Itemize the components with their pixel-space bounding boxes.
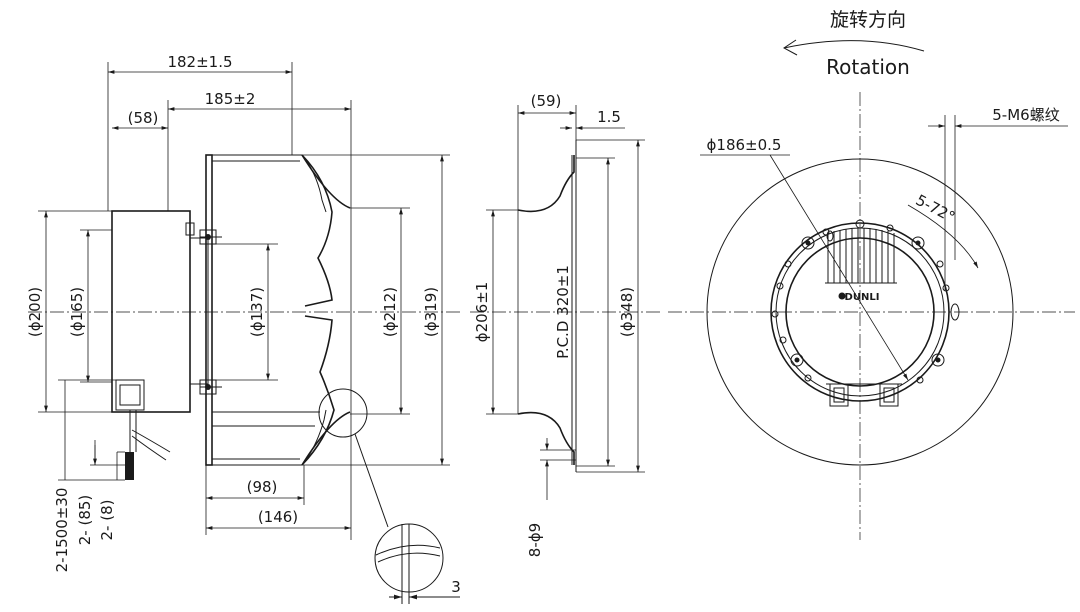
svg-text:2- (85): 2- (85) — [76, 495, 94, 546]
dim-146: (146) — [206, 508, 351, 530]
svg-text:(98): (98) — [247, 478, 278, 496]
inlet-cone-upper — [517, 155, 575, 213]
impeller-plate — [205, 154, 213, 466]
dim-348: (ϕ348) — [576, 139, 645, 473]
front-view: DUNLI — [668, 92, 1075, 540]
detail-view: 3 — [374, 523, 461, 604]
svg-text:2-1500±30: 2-1500±30 — [53, 488, 71, 573]
dim-detail-3: 3 — [451, 578, 461, 596]
heat-sink — [825, 228, 897, 284]
svg-text:ϕ206±1: ϕ206±1 — [473, 282, 491, 343]
motor-rotor — [785, 237, 935, 387]
outer-ring — [706, 158, 1014, 466]
inlet-cone-lower — [517, 411, 575, 465]
dim-cable: 2-1500±30 2- (85) 2- (8) — [53, 379, 130, 573]
mounting-screw-top — [199, 229, 222, 245]
svg-text:(ϕ319): (ϕ319) — [422, 287, 440, 337]
front-cable-glands — [826, 383, 902, 407]
svg-text:1.5: 1.5 — [597, 108, 621, 126]
dim-m6: 5-M6螺纹 — [928, 106, 1068, 290]
flange-holes — [771, 224, 960, 384]
impeller-inlet-upper — [301, 154, 351, 209]
dim-holes: 8-ϕ9 — [526, 438, 576, 557]
svg-text:8-ϕ9: 8-ϕ9 — [526, 523, 544, 557]
dim-212: (ϕ212) — [350, 207, 410, 415]
dim-137: (ϕ137) — [208, 243, 278, 381]
rotation-arrow-head — [783, 39, 798, 56]
svg-text:(ϕ200): (ϕ200) — [26, 287, 44, 337]
dim-1-5: 1.5 — [560, 108, 625, 130]
svg-text:(ϕ137): (ϕ137) — [248, 287, 266, 337]
rotation-arrow — [783, 40, 925, 52]
dim-182: 182±1.5 — [107, 53, 293, 211]
svg-text:182±1.5: 182±1.5 — [167, 53, 232, 71]
dim-59: (59) — [517, 92, 577, 210]
impeller-blade-lower — [301, 315, 335, 466]
dim-186: ϕ186±0.5 — [700, 136, 909, 381]
svg-text:(58): (58) — [128, 109, 159, 127]
rotation-indicator: 旋转方向 Rotation — [783, 9, 925, 79]
rotation-label-en: Rotation — [826, 55, 910, 79]
brand-icon — [838, 292, 846, 300]
svg-text:5-M6螺纹: 5-M6螺纹 — [992, 106, 1059, 124]
mounting-flange — [770, 222, 950, 402]
svg-text:(59): (59) — [531, 92, 562, 110]
dim-98: (98) — [205, 465, 305, 535]
svg-text:5-72°: 5-72° — [913, 191, 958, 226]
motor-body — [111, 210, 191, 413]
impeller-inlet-lower — [301, 411, 351, 466]
dim-58: (58) — [112, 109, 168, 130]
detail-circle — [318, 388, 368, 438]
motor-hub — [189, 237, 209, 385]
dim-206: ϕ206±1 — [473, 209, 518, 415]
dim-200: (ϕ200) — [26, 210, 112, 413]
svg-text:(ϕ165): (ϕ165) — [68, 287, 86, 337]
mounting-screw-bottom — [199, 379, 222, 395]
svg-text:(ϕ212): (ϕ212) — [381, 287, 399, 337]
cable-gland — [115, 379, 171, 480]
mounting-boss — [790, 219, 945, 367]
svg-text:(146): (146) — [258, 508, 298, 526]
rotation-label-cn: 旋转方向 — [830, 9, 906, 31]
brand-logo: DUNLI — [845, 292, 880, 303]
dim-165: (ϕ165) — [68, 229, 112, 383]
side-view: 3 182±1.5 185±2 (58) (ϕ200) — [26, 53, 462, 604]
dim-185: 185±2 — [167, 90, 352, 540]
svg-text:ϕ186±0.5: ϕ186±0.5 — [707, 136, 782, 154]
svg-text:(ϕ348): (ϕ348) — [618, 287, 636, 337]
svg-text:P.C.D 320±1: P.C.D 320±1 — [554, 265, 572, 359]
dim-pcd: P.C.D 320±1 — [554, 157, 615, 467]
svg-text:2- (8): 2- (8) — [98, 500, 116, 541]
svg-text:185±2: 185±2 — [205, 90, 256, 108]
dim-319: (ϕ319) — [302, 154, 450, 466]
impeller-blade-upper — [301, 154, 333, 307]
profile-view: (59) 1.5 ϕ206±1 P.C.D 320±1 (ϕ348) — [470, 92, 662, 557]
